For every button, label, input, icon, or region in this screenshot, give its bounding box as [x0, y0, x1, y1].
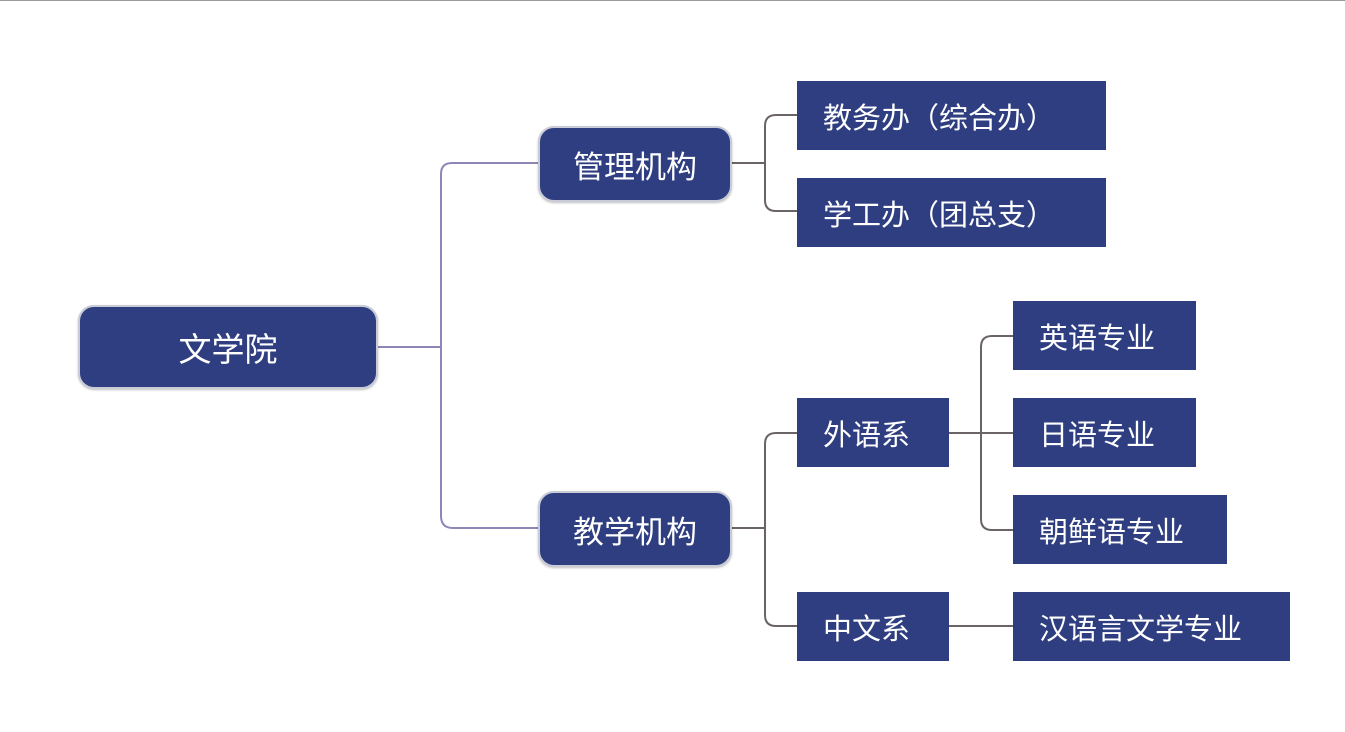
node-teaching[interactable]: 教学机构 [538, 491, 732, 567]
node-korean-major[interactable]: 朝鲜语专业 [1013, 495, 1227, 564]
node-management[interactable]: 管理机构 [538, 126, 732, 202]
node-english-major[interactable]: 英语专业 [1013, 301, 1196, 370]
node-academic-office[interactable]: 教务办（综合办） [797, 81, 1106, 150]
node-foreign-language-dept[interactable]: 外语系 [797, 398, 949, 467]
node-chinese-literature-major[interactable]: 汉语言文学专业 [1013, 592, 1290, 661]
link-root-to-teaching [440, 347, 540, 529]
node-student-affairs-office[interactable]: 学工办（团总支） [797, 178, 1106, 247]
link-root-to-management [378, 162, 540, 348]
node-japanese-major[interactable]: 日语专业 [1013, 398, 1196, 467]
node-chinese-dept[interactable]: 中文系 [797, 592, 949, 661]
link-management-to-academic-office [764, 114, 797, 163]
link-foreign-to-english [980, 335, 1013, 433]
link-teaching-to-chinese-dept [764, 528, 797, 627]
link-management-to-student-office [764, 163, 797, 212]
link-foreign-to-korean [980, 433, 1013, 531]
node-root[interactable]: 文学院 [78, 305, 378, 389]
link-teaching-to-foreign-dept [764, 432, 797, 528]
